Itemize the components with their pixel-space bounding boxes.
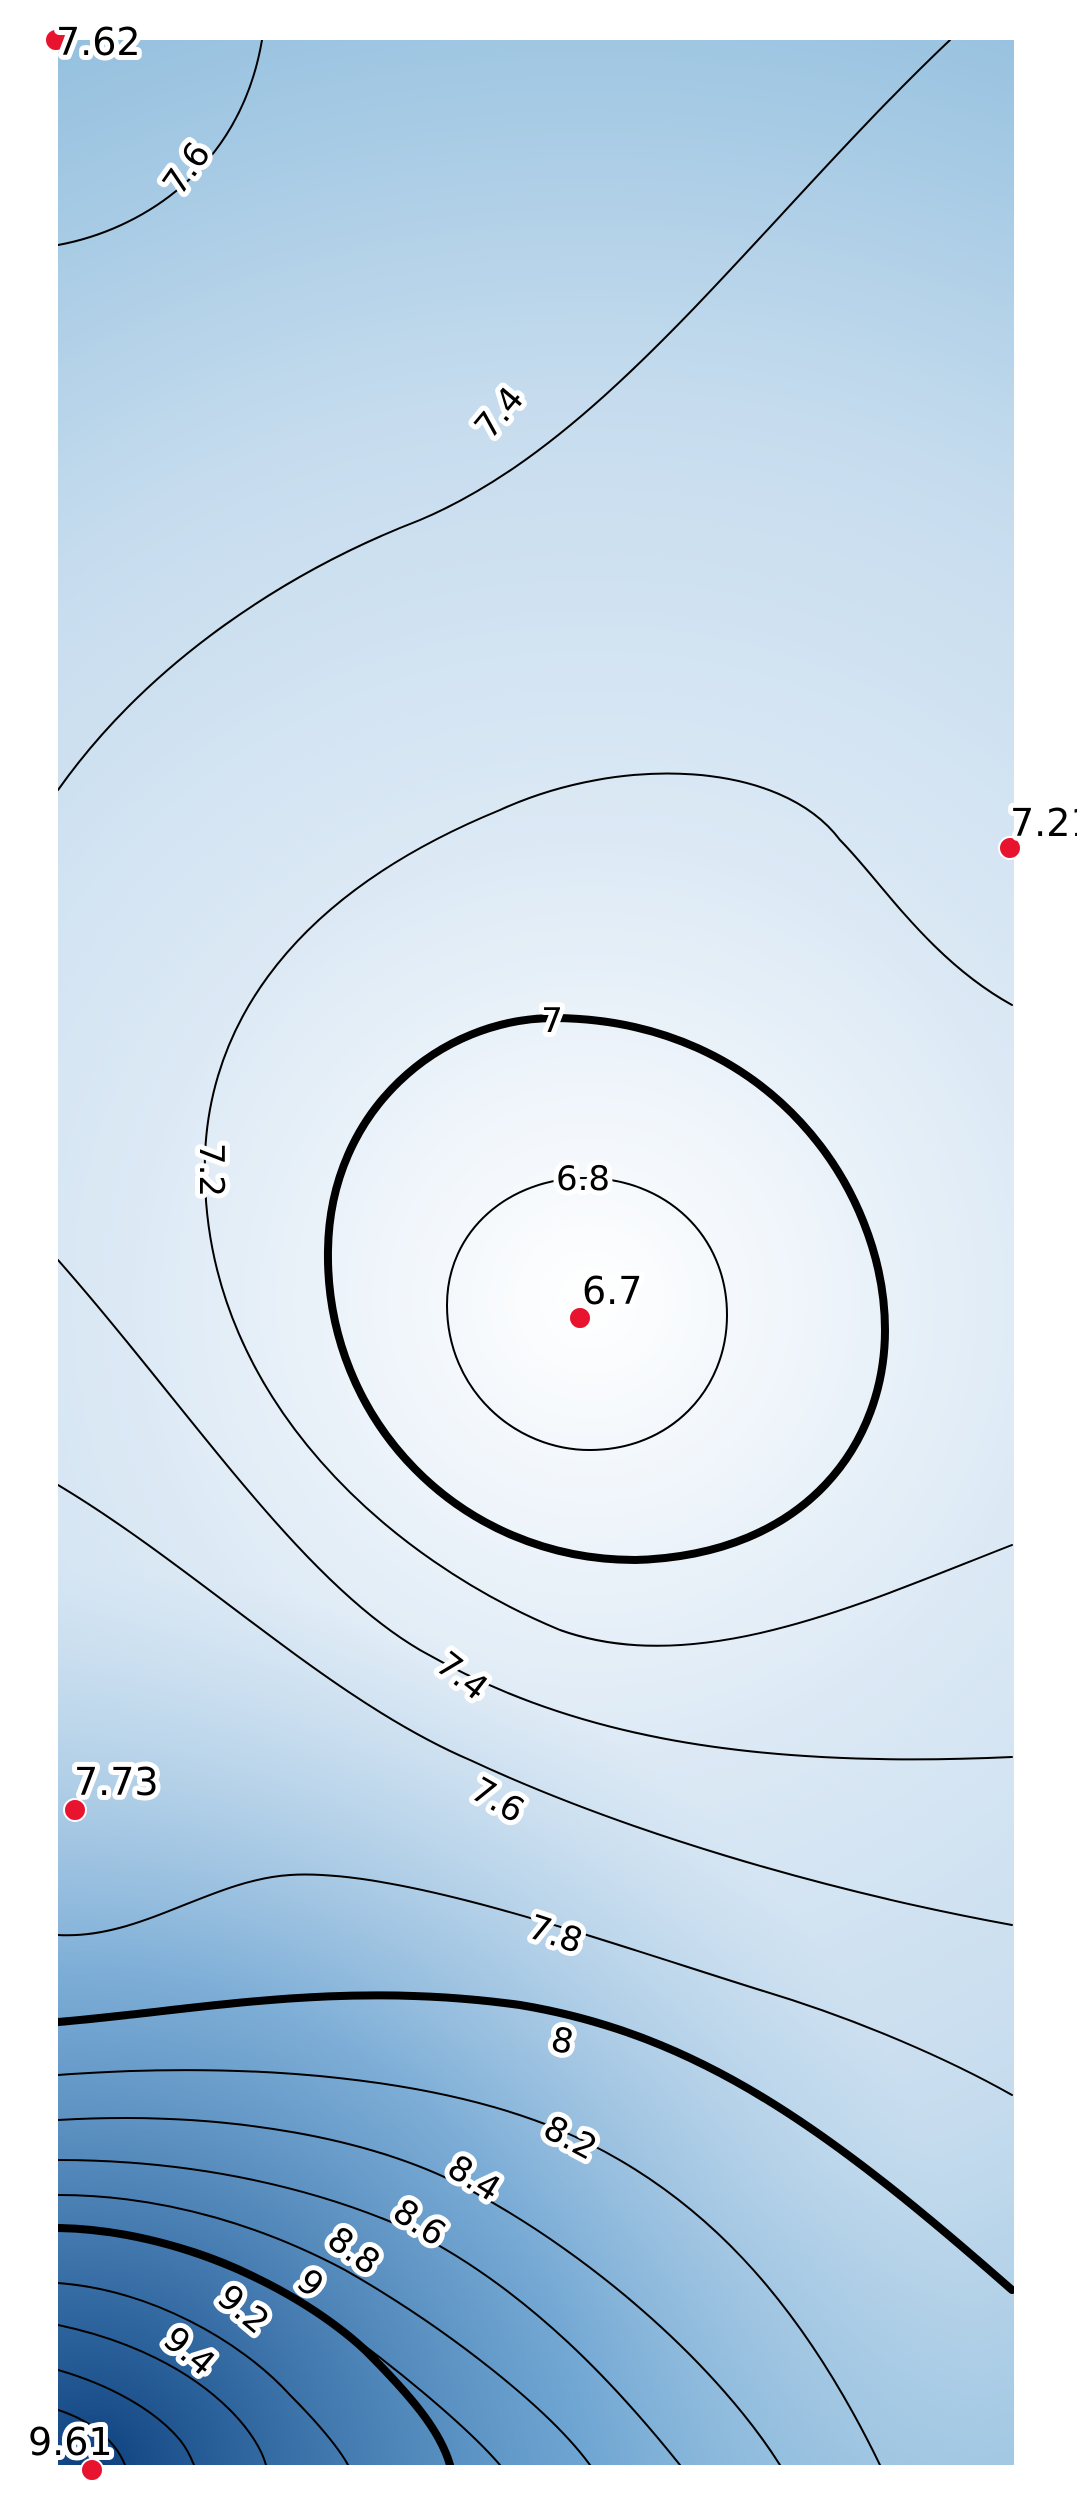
contour-9-0 [58,2224,454,2465]
contour-7-2 [203,772,1013,1647]
sample-point-marker[interactable] [998,836,1022,860]
contour-label-7-2: 7.2 [191,1143,231,1197]
sample-point-label: 7.21 [1010,801,1077,845]
contour-9-2 [58,2282,349,2465]
field-corner-high [58,40,1014,2465]
contour-9-4-inner-1 [58,2369,195,2465]
contour-7-4-bottom [58,1259,1013,1761]
contour-9-4-inner-2 [58,2409,126,2465]
contour-6-8 [446,1177,728,1451]
sample-point-marker[interactable] [44,28,68,52]
contour-8-6 [58,2159,681,2465]
contour-7-6-top [58,40,263,246]
sample-point-label: 9.61 [28,2420,113,2464]
contour-8-2 [58,2069,881,2465]
sample-point-label: 7.62 [56,20,141,64]
contour-8-0 [58,1991,1014,2294]
sample-points: 7.62 7.21 6.7 7.73 9.61 [23,15,1077,2482]
sample-point-marker[interactable] [63,1798,87,1822]
contour-7-0 [323,1014,889,1564]
map-field [58,40,1014,2465]
sample-point-label: 6.7 [582,1269,642,1313]
contour-7-6-bottom [58,1484,1013,1926]
sample-point-marker[interactable] [80,2458,104,2482]
contour-9-4 [58,2324,267,2465]
contour-7-4-top [58,40,951,791]
contour-7-8 [58,1873,1013,2096]
contour-8-8 [58,2194,591,2465]
contour-label-7-0: 7 [541,1001,563,1041]
sample-point-marker[interactable] [568,1306,592,1330]
sample-point-label: 7.73 [74,1760,159,1804]
contour-8-4 [58,2117,781,2465]
contour-label-6-8: 6.8 [556,1159,610,1199]
